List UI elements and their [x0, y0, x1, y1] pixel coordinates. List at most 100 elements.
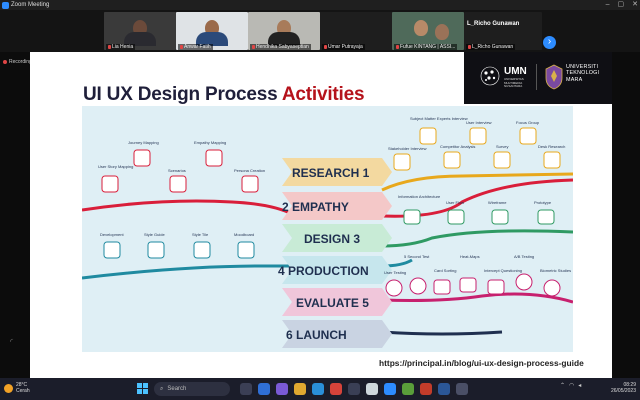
wifi-icon[interactable]: ◠: [569, 383, 575, 389]
participant-tile[interactable]: Hendhika Sabyaseptian: [248, 12, 320, 50]
windows-start-icon[interactable]: [137, 383, 148, 394]
design-item-label: Information Architecture: [398, 194, 441, 199]
participant-tile[interactable]: Lia Henia: [104, 12, 176, 50]
phase-4-tile: [282, 256, 392, 284]
file-explorer-icon[interactable]: [294, 383, 306, 395]
phase-1-tile: [282, 158, 392, 186]
information-architecture-icon: [403, 209, 421, 225]
participant-tile[interactable]: Anwar Fatih: [176, 12, 248, 50]
empathy-item-label: Scenarios: [168, 168, 186, 173]
phase-3-label: DESIGN 3: [304, 232, 360, 246]
research-icons: [393, 127, 561, 171]
participant-strip: Lia Henia Anwar Fatih Hendhika Sabyasept…: [0, 10, 640, 52]
persona-creation-icon: [241, 175, 259, 193]
biometric-studies-icon: [543, 279, 561, 297]
umn-logo-icon: [480, 66, 500, 86]
zoom-app-icon[interactable]: [258, 383, 270, 395]
zoom-logo-icon: [2, 1, 9, 9]
volume-icon[interactable]: ◂: [578, 383, 582, 389]
research-path: [381, 172, 573, 192]
production-item-label: Moodboard: [234, 232, 254, 237]
store-icon[interactable]: [348, 383, 360, 395]
app-l-icon[interactable]: [366, 383, 378, 395]
excel-icon[interactable]: [402, 383, 414, 395]
participant-head: [435, 24, 450, 40]
weather-widget[interactable]: 28°C Cerah: [4, 382, 30, 394]
shared-slide: UI UX Design Process Activities UMN UNIV…: [30, 52, 612, 378]
sme-interview-icon: [419, 127, 437, 145]
umn-logo-subtext: UNIVERSITAS MULTIMEDIA NUSANTARA: [504, 77, 524, 89]
research-item-label: Survey: [496, 144, 508, 149]
focus-group-icon: [519, 127, 537, 145]
ab-testing-icon: [515, 273, 533, 291]
powerpoint-icon[interactable]: [420, 383, 432, 395]
edge-icon[interactable]: [312, 383, 324, 395]
settings-icon[interactable]: [456, 383, 468, 395]
phase-2-label: 2 EMPATHY: [282, 200, 349, 214]
next-page-button[interactable]: ›: [543, 36, 556, 49]
production-item-label: Style Guide: [144, 232, 165, 237]
chevron-up-icon[interactable]: ⌃: [560, 383, 566, 389]
zoom-meeting-icon[interactable]: [384, 383, 396, 395]
empathy-item-label: Journey Mapping: [128, 140, 159, 145]
infographic-svg: RESEARCH 1 2 EMPATHY DESIGN 3 4 PRODUCTI…: [82, 116, 573, 348]
design-icons: [403, 209, 555, 225]
stakeholder-interview-icon: [393, 153, 411, 171]
source-url[interactable]: https://principal.in/blog/ui-ux-design-p…: [379, 358, 584, 368]
five-second-test-icon: [409, 277, 427, 295]
collapse-chevron-icon[interactable]: ◜: [10, 337, 14, 346]
slide-title: UI UX Design Process Activities: [83, 84, 365, 106]
production-item-label: Development: [100, 232, 124, 237]
university-logos: UMN UNIVERSITAS MULTIMEDIA NUSANTARA UNI…: [464, 52, 612, 104]
participant-name: Lia Henia: [112, 44, 134, 50]
launch-path: [381, 330, 503, 336]
empathy-item-label: Empathy Mapping: [194, 140, 226, 145]
right-margin: [612, 52, 640, 378]
evaluate-icons: [385, 273, 561, 297]
competitor-analysis-icon: [443, 151, 461, 169]
close-icon[interactable]: ✕: [632, 1, 638, 8]
recording-label: Recording: [9, 59, 32, 65]
uitm-logo-text: UNIVERSITI TEKNOLOGI MARA: [566, 64, 600, 83]
maximize-icon[interactable]: ▢: [617, 1, 625, 8]
mic-muted-icon: [108, 44, 111, 49]
production-item-label: Style Tile: [192, 232, 209, 237]
weather-desc: Cerah: [16, 388, 30, 394]
development-icon: [103, 241, 121, 259]
empathy-item-label: Persona Creation: [234, 168, 265, 173]
participant-tile[interactable]: Fufue KINTANG | ASSI...: [392, 12, 464, 50]
slide-title-main: UI UX Design Process: [83, 84, 282, 105]
chrome-icon[interactable]: [330, 383, 342, 395]
taskbar-clock[interactable]: 08:29 26/05/2023: [600, 382, 636, 395]
record-icon: [3, 60, 7, 64]
scenarios-icon: [169, 175, 187, 193]
recording-indicator[interactable]: Recording: [3, 59, 32, 65]
word-icon[interactable]: [438, 383, 450, 395]
evaluate-path: [381, 292, 573, 304]
slide-title-accent: Activities: [281, 84, 365, 105]
teams-icon[interactable]: [276, 383, 288, 395]
system-tray: ⌃ ◠ ◂: [560, 382, 581, 389]
uitm-crest-icon: [545, 64, 563, 90]
active-speaker-name: L_Richo Gunawan: [467, 21, 520, 27]
style-tile-icon: [193, 241, 211, 259]
participant-tile[interactable]: Umar Putrayaja: [320, 12, 392, 50]
participant-tile-active[interactable]: L_Richo Gunawan L_Richo Gunawan: [464, 12, 542, 50]
user-flow-icon: [447, 209, 465, 225]
task-view-icon[interactable]: [240, 383, 252, 395]
clock-time: 08:29: [623, 382, 636, 388]
minimize-icon[interactable]: –: [605, 1, 610, 8]
mic-muted-icon: [396, 44, 399, 49]
windows-taskbar: 28°C Cerah ⌕ Search ⌃ ◠ ◂ 08:2: [0, 378, 640, 400]
evaluate-item-label: A/B Testing: [514, 254, 534, 259]
card-sorting-icon: [433, 279, 451, 295]
user-interview-icon: [469, 127, 487, 145]
umn-logo-text: UMN: [504, 66, 527, 77]
taskbar-search[interactable]: ⌕ Search: [154, 382, 230, 396]
evaluate-item-label: Biometric Studies: [540, 268, 571, 273]
design-path: [292, 229, 573, 248]
participant-name: Fufue KINTANG | ASSI...: [400, 44, 456, 50]
participant-head: [413, 20, 428, 36]
research-item-label: Subject Matter Experts Interview: [410, 116, 468, 121]
mic-muted-icon: [252, 44, 255, 49]
